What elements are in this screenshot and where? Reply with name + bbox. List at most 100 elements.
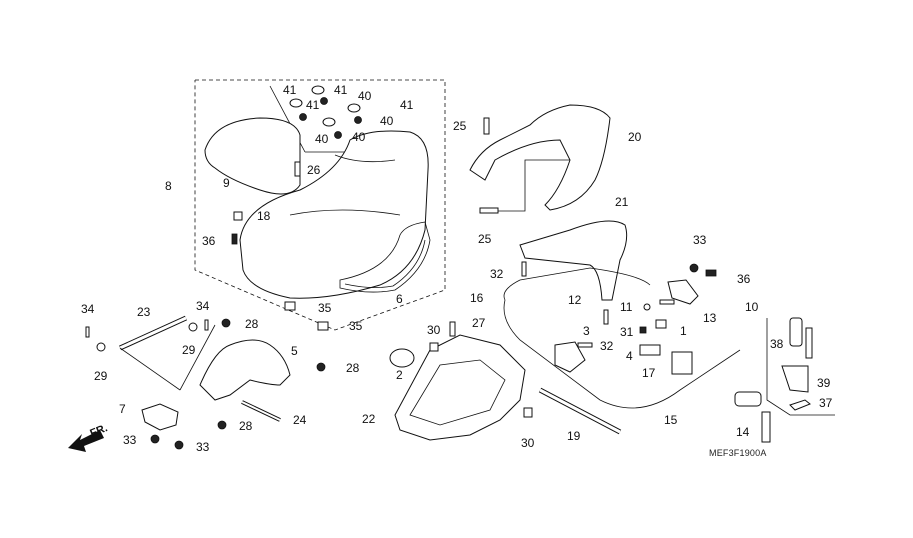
callout-36[interactable]: 36 — [202, 234, 216, 248]
front-arrow-icon — [68, 430, 104, 452]
callout-19[interactable]: 19 — [567, 429, 581, 443]
pillion-seat-part — [204, 117, 301, 195]
callout-2[interactable]: 2 — [396, 368, 403, 382]
callout-33[interactable]: 33 — [196, 440, 210, 454]
callout-41[interactable]: 41 — [400, 98, 414, 112]
main-seat-part — [239, 130, 429, 299]
callout-23[interactable]: 23 — [137, 305, 151, 319]
callout-34[interactable]: 34 — [196, 299, 210, 313]
luggage-box-22 — [394, 334, 526, 441]
callout-21[interactable]: 21 — [615, 195, 629, 209]
callout-28[interactable]: 28 — [239, 419, 253, 433]
callout-3[interactable]: 3 — [583, 324, 590, 338]
callout-39[interactable]: 39 — [817, 376, 831, 390]
callout-41[interactable]: 41 — [306, 98, 320, 112]
callout-28[interactable]: 28 — [346, 361, 360, 375]
callout-32[interactable]: 32 — [600, 339, 614, 353]
bolt-40a — [320, 97, 328, 105]
callout-18[interactable]: 18 — [257, 209, 271, 223]
holder-4 — [639, 344, 661, 356]
seat-gasket-part — [339, 221, 431, 293]
washer-41c — [322, 117, 336, 127]
callout-38[interactable]: 38 — [770, 337, 784, 351]
callout-34[interactable]: 34 — [81, 302, 95, 316]
seat-assembly-frame — [194, 79, 446, 331]
luggage-box-inner — [409, 359, 506, 426]
callout-40[interactable]: 40 — [380, 114, 394, 128]
callout-5[interactable]: 5 — [291, 344, 298, 358]
rod-19-inner — [539, 388, 621, 434]
callout-29[interactable]: 29 — [182, 343, 196, 357]
callout-22[interactable]: 22 — [362, 412, 376, 426]
seal-ring-2 — [389, 348, 415, 368]
clip-30a — [429, 342, 439, 352]
callout-17[interactable]: 17 — [642, 366, 656, 380]
rear-carrier-21 — [519, 220, 628, 301]
bracket-1 — [655, 319, 667, 329]
stay-17 — [671, 351, 693, 375]
callout-27[interactable]: 27 — [472, 316, 486, 330]
callout-35[interactable]: 35 — [318, 301, 332, 315]
callout-40[interactable]: 40 — [358, 89, 372, 103]
seat-linkage-line — [119, 347, 181, 391]
callout-25[interactable]: 25 — [453, 119, 467, 133]
nut-33b — [174, 440, 184, 450]
callout-29[interactable]: 29 — [94, 369, 108, 383]
callout-37[interactable]: 37 — [819, 396, 833, 410]
callout-12[interactable]: 12 — [568, 293, 582, 307]
callout-35[interactable]: 35 — [349, 319, 363, 333]
callout-4[interactable]: 4 — [626, 349, 633, 363]
callout-25[interactable]: 25 — [478, 232, 492, 246]
callout-40[interactable]: 40 — [315, 132, 329, 146]
bolt-25b — [479, 207, 499, 214]
callout-30[interactable]: 30 — [427, 323, 441, 337]
clip-31 — [639, 326, 647, 334]
callout-41[interactable]: 41 — [283, 83, 297, 97]
bolt-40b — [299, 113, 307, 121]
callout-36[interactable]: 36 — [737, 272, 751, 286]
callout-9[interactable]: 9 — [223, 176, 230, 190]
callout-40[interactable]: 40 — [352, 130, 366, 144]
callout-14[interactable]: 14 — [736, 425, 750, 439]
callout-16[interactable]: 16 — [470, 291, 484, 305]
bolt-27 — [449, 321, 456, 337]
callout-28[interactable]: 28 — [245, 317, 259, 331]
bolt-26 — [294, 161, 301, 177]
seat-lock-12 — [554, 341, 586, 373]
callout-24[interactable]: 24 — [293, 413, 307, 427]
bolt-40d — [354, 116, 362, 124]
washer-41b — [311, 85, 325, 95]
callout-6[interactable]: 6 — [396, 292, 403, 306]
callout-20[interactable]: 20 — [628, 130, 642, 144]
callout-7[interactable]: 7 — [119, 402, 126, 416]
callout-33[interactable]: 33 — [693, 233, 707, 247]
callout-11[interactable]: 11 — [620, 300, 633, 314]
bolt-36a — [231, 233, 238, 245]
key-14 — [761, 411, 771, 443]
callout-1[interactable]: 1 — [680, 324, 687, 338]
screw-32b — [603, 309, 609, 325]
seat-line-1 — [289, 209, 401, 216]
callout-41[interactable]: 41 — [334, 83, 348, 97]
clip-nut-35b — [317, 321, 329, 331]
hinge-bracket-7 — [141, 403, 179, 431]
callout-10[interactable]: 10 — [745, 300, 759, 314]
clip-30b — [523, 407, 533, 418]
grab-rail-20 — [469, 104, 611, 211]
clip-37 — [789, 399, 811, 411]
bolt-36b — [705, 269, 717, 277]
callout-15[interactable]: 15 — [664, 413, 678, 427]
callout-32[interactable]: 32 — [490, 267, 504, 281]
pin-24-inner — [241, 401, 281, 421]
callout-31[interactable]: 31 — [620, 325, 634, 339]
callout-8[interactable]: 8 — [165, 179, 172, 193]
collar-29b — [188, 322, 198, 332]
callout-13[interactable]: 13 — [703, 311, 717, 325]
seat-gasket-inner — [344, 239, 426, 288]
spring-13 — [659, 299, 675, 305]
callout-33[interactable]: 33 — [123, 433, 137, 447]
callout-26[interactable]: 26 — [307, 163, 321, 177]
callout-30[interactable]: 30 — [521, 436, 535, 450]
damper-rod-23-inner — [119, 316, 187, 350]
